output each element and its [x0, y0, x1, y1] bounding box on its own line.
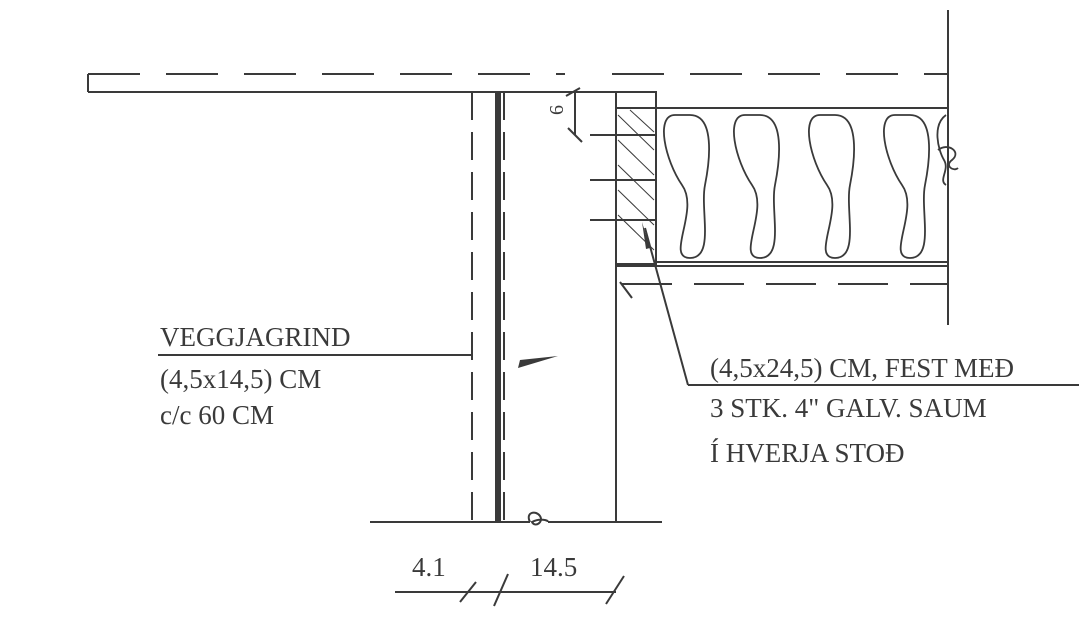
- joist-size-label: (4,5x24,5) CM, FEST MEÐ: [710, 353, 1015, 383]
- insulation: [663, 114, 959, 259]
- wall-stud: [471, 92, 505, 522]
- joist-per-post-label: Í HVERJA STOÐ: [710, 438, 905, 468]
- joist-leader: [642, 222, 1079, 386]
- floor-base-line: [370, 511, 662, 526]
- small-dimension-label: 6: [546, 105, 568, 115]
- stud-size-label: (4,5x14,5) CM: [160, 364, 322, 394]
- stud-title-label: VEGGJAGRIND: [160, 322, 351, 352]
- rim-joist: [615, 91, 657, 265]
- joist-nail-label: 3 STK. 4" GALV. SAUM: [710, 393, 987, 423]
- stud-spacing-label: c/c 60 CM: [160, 400, 274, 430]
- stud-leader: [158, 354, 558, 368]
- ceiling-dashed-outline: [87, 73, 948, 93]
- floor-deck: [616, 107, 948, 299]
- dimension-right-label: 14.5: [530, 552, 578, 582]
- nails: [590, 134, 656, 221]
- dimension-left-label: 4.1: [412, 552, 446, 582]
- bottom-dimensions: [395, 573, 625, 607]
- small-dimension: [565, 87, 590, 143]
